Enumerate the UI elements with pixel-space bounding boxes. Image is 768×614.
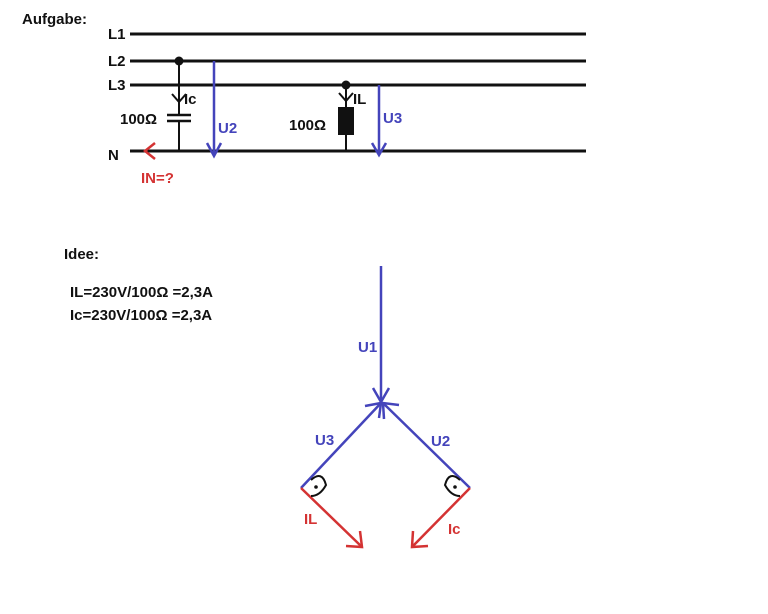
capacitor-current-label: Ic [184, 91, 197, 108]
formula-il: IL=230V/100Ω =2,3A [70, 284, 213, 301]
task-heading: Aufgabe: [22, 11, 87, 28]
label-l3: L3 [108, 77, 126, 94]
label-l1: L1 [108, 26, 126, 43]
u1-label: U1 [358, 339, 377, 356]
u2-arrowhead-icon [205, 142, 223, 159]
inductor-block [338, 107, 354, 135]
right-angle-marker-right-icon [443, 475, 461, 497]
neutral-current-label: IN=? [141, 170, 174, 187]
ic-phasor-label: Ic [448, 521, 461, 538]
capacitor-resistance-label: 100Ω [120, 111, 157, 128]
ic-arrow-icon [171, 93, 187, 104]
u3-phasor-arrowhead-icon [364, 401, 383, 419]
u3-arrowhead-icon [370, 142, 388, 158]
right-angle-marker-left-icon [310, 475, 328, 497]
idea-heading: Idee: [64, 246, 99, 263]
ic-phasor-arrowhead-icon [410, 530, 429, 549]
ic-phasor [411, 487, 471, 548]
formula-ic: Ic=230V/100Ω =2,3A [70, 307, 212, 324]
right-angle-dot-right-icon [453, 485, 457, 489]
right-angle-dot-left-icon [314, 485, 318, 489]
u2-label: U2 [218, 120, 237, 137]
inductor-resistance-label: 100Ω [289, 117, 326, 134]
u3-label: U3 [383, 110, 402, 127]
il-arrow-icon [338, 92, 354, 103]
u3-phasor-label: U3 [315, 432, 334, 449]
inductor-current-label: IL [353, 91, 366, 108]
il-phasor [300, 487, 363, 548]
u2-phasor-label: U2 [431, 433, 450, 450]
u2-phasor-arrowhead-icon [381, 401, 400, 420]
u2-phasor [382, 402, 471, 489]
label-l2: L2 [108, 53, 126, 70]
il-phasor-arrowhead-icon [345, 530, 364, 549]
label-n: N [108, 147, 119, 164]
neutral-arrow-icon [142, 142, 156, 160]
il-phasor-label: IL [304, 511, 317, 528]
u3-phasor [300, 402, 382, 489]
